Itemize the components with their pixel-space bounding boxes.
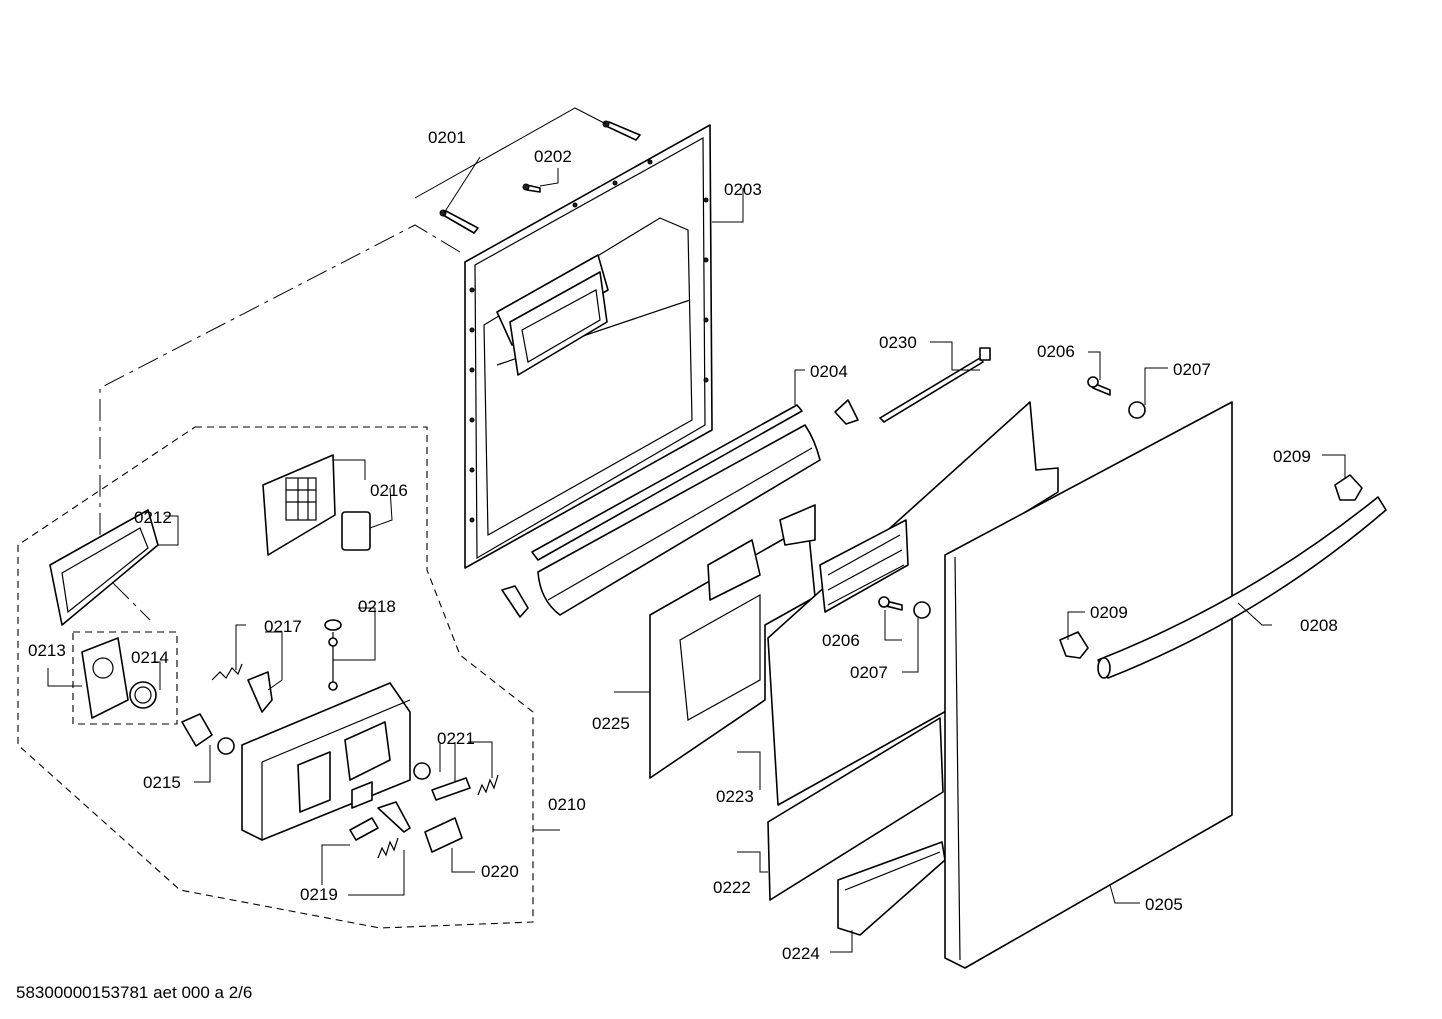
- callout-0221: 0221: [437, 729, 475, 748]
- group-outline-0210: [17, 426, 534, 929]
- callout-0225: 0225: [592, 714, 630, 733]
- callout-0204: 0204: [810, 362, 848, 381]
- switch-0220: [424, 817, 463, 853]
- seal-ring-0214-inner: [134, 686, 152, 704]
- bottom-handle: [837, 841, 946, 936]
- lever-0219: [377, 801, 411, 833]
- callout-0210: 0210: [548, 795, 586, 814]
- washer-0207-lower: [913, 601, 931, 619]
- gasket-0216: [341, 511, 371, 551]
- callout-0219: 0219: [300, 885, 338, 904]
- callout-labels: 0201 0202 0203 0230 0206 0207 0204 0209 …: [28, 128, 1338, 963]
- callout-0214: 0214: [131, 648, 169, 667]
- callout-0208: 0208: [1300, 616, 1338, 635]
- callout-0213: 0213: [28, 641, 66, 660]
- callout-0207-upper: 0207: [1173, 360, 1211, 379]
- callout-0230: 0230: [879, 333, 917, 352]
- spring-0217: [211, 663, 243, 681]
- control-cover: [262, 454, 336, 556]
- callout-0205: 0205: [1145, 895, 1183, 914]
- washer-0207-upper: [1128, 401, 1146, 419]
- callout-0220: 0220: [481, 862, 519, 881]
- lever-0217: [247, 671, 273, 713]
- clip-bracket: [834, 399, 859, 425]
- callout-0209-upper: 0209: [1273, 447, 1311, 466]
- callout-0217: 0217: [264, 617, 302, 636]
- drawing-id: 58300000153781 aet 000 a 2/6: [16, 983, 252, 1002]
- slider-0219: [349, 817, 379, 841]
- pin-0218: [324, 619, 342, 691]
- callout-0202: 0202: [534, 147, 572, 166]
- callout-0207-lower: 0207: [850, 663, 888, 682]
- screw-bottom: [439, 209, 479, 234]
- ball-0221: [413, 762, 431, 780]
- callout-0218: 0218: [358, 597, 396, 616]
- door-strip: [501, 404, 821, 618]
- cable-tie: [879, 347, 991, 423]
- control-module-housing: [241, 682, 411, 841]
- handle-end-cap-upper: [1334, 474, 1363, 501]
- group-outline-0213: [72, 631, 178, 725]
- callout-0203: 0203: [724, 180, 762, 199]
- dispenser-lid: [81, 637, 129, 719]
- screw-top: [602, 120, 641, 141]
- callout-0206-upper: 0206: [1037, 342, 1075, 361]
- insulation-panel: [767, 401, 1059, 806]
- small-screw-0202: [522, 183, 541, 193]
- callout-0222: 0222: [713, 878, 751, 897]
- screw-0206-upper: [1087, 376, 1111, 396]
- callout-0201: 0201: [428, 128, 466, 147]
- callout-0206-lower: 0206: [822, 631, 860, 650]
- callout-0223: 0223: [716, 787, 754, 806]
- spring-0221: [477, 774, 499, 796]
- frame-seal: [49, 509, 159, 626]
- bottom-panel: [767, 717, 944, 901]
- lever-0221: [431, 777, 471, 801]
- door-handle: [1097, 496, 1387, 679]
- valve-0215: [181, 713, 235, 755]
- inner-door-panel: [464, 124, 713, 569]
- callout-0215: 0215: [143, 773, 181, 792]
- screw-0206-lower: [878, 596, 903, 611]
- callout-0209-lower: 0209: [1090, 603, 1128, 622]
- spring-0219: [377, 837, 399, 859]
- leader-lines: [47, 107, 1346, 953]
- assembly-chain-line: [99, 224, 461, 621]
- seal-ring-0214: [129, 681, 157, 709]
- callout-0216: 0216: [370, 481, 408, 500]
- callout-0212: 0212: [134, 508, 172, 527]
- outer-door: [944, 401, 1233, 969]
- handle-end-cap-lower: [1059, 631, 1089, 659]
- callout-0224: 0224: [782, 944, 820, 963]
